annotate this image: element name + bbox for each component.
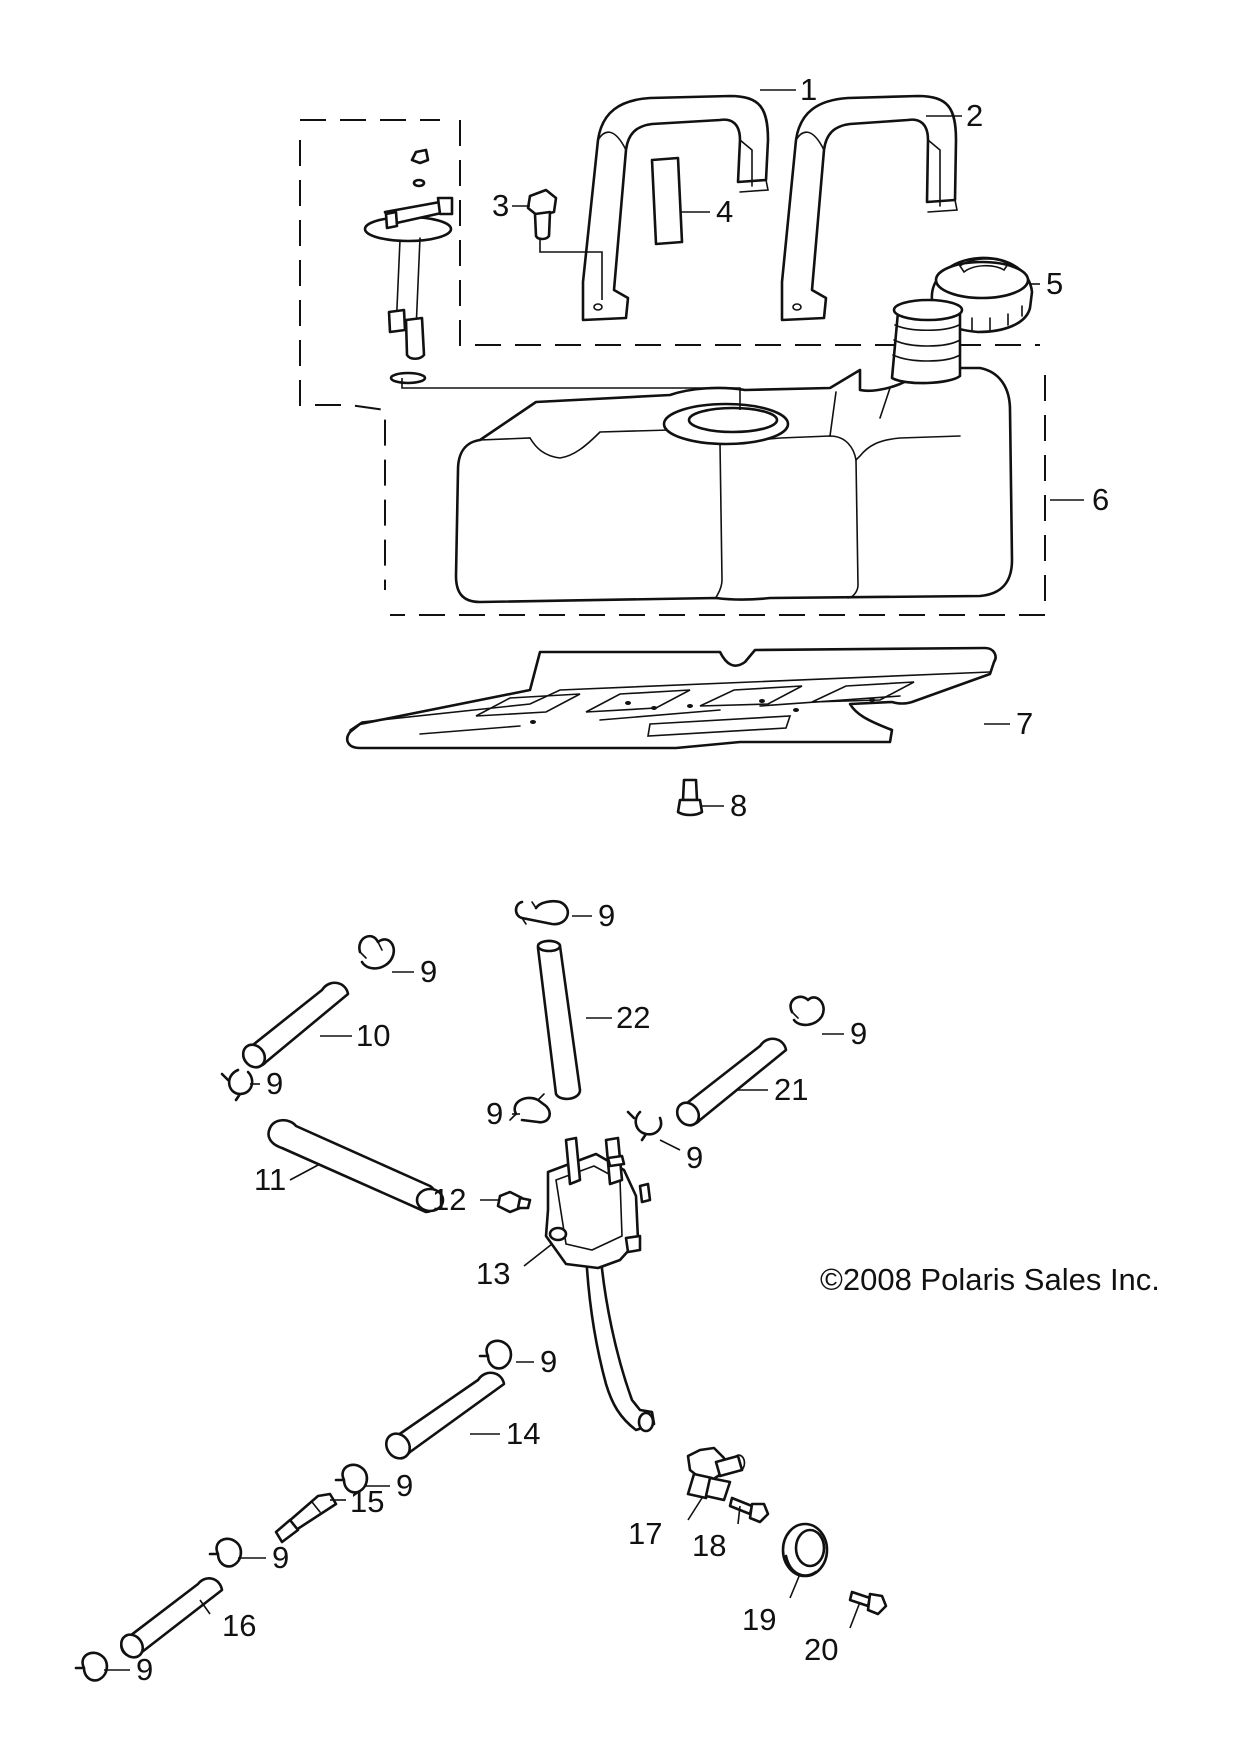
callout-20: 20 <box>804 1632 838 1667</box>
fuel-tank-6 <box>454 298 1014 604</box>
tank-strap-2 <box>780 94 958 322</box>
hose-11 <box>267 1118 445 1214</box>
callout-7: 7 <box>1016 706 1033 741</box>
hose-16 <box>119 1577 224 1659</box>
hose-clamp-9h <box>334 1463 369 1494</box>
callout-19: 19 <box>742 1602 776 1637</box>
callout-15: 15 <box>350 1484 384 1519</box>
copyright-notice: ©2008 Polaris Sales Inc. <box>820 1262 1160 1297</box>
hose-10 <box>241 981 350 1069</box>
callout-11: 11 <box>254 1162 286 1197</box>
callout-9c: 9 <box>266 1066 283 1101</box>
hose-clamp-9f <box>789 995 825 1027</box>
hose-clamp-9c <box>220 1068 254 1102</box>
callout-9b: 9 <box>420 954 437 989</box>
rubber-pad-4 <box>650 156 684 246</box>
bolt-12 <box>496 1190 532 1214</box>
callout-12: 12 <box>432 1182 466 1217</box>
diaphragm-cover-19 <box>781 1522 829 1578</box>
callout-8: 8 <box>730 788 747 823</box>
callout-9f: 9 <box>850 1016 867 1051</box>
callout-5: 5 <box>1046 266 1063 301</box>
hose-clamp-9i <box>208 1537 243 1568</box>
fuel-valve-13 <box>544 1136 656 1433</box>
tee-fitting-17 <box>686 1446 746 1502</box>
hose-clamp-9d <box>509 1093 551 1124</box>
callout-22: 22 <box>616 1000 650 1035</box>
strap-bolt-3 <box>526 188 558 241</box>
callout-2: 2 <box>966 98 983 133</box>
callout-9h: 9 <box>396 1468 413 1503</box>
hose-21 <box>675 1037 788 1127</box>
callout-labels: 1 2 3 4 5 6 7 8 9 9 22 10 9 9 21 9 9 11 … <box>136 72 1160 1687</box>
callout-6: 6 <box>1092 482 1109 517</box>
callout-9e: 9 <box>686 1140 703 1175</box>
skid-plate-7 <box>346 646 997 750</box>
hose-clamp-9b <box>358 934 396 970</box>
callout-9d: 9 <box>486 1096 503 1131</box>
hose-clamp-9g <box>478 1339 513 1370</box>
callout-9j: 9 <box>136 1652 153 1687</box>
callout-9g: 9 <box>540 1344 557 1379</box>
hose-14 <box>384 1371 506 1460</box>
bolt-20 <box>848 1590 888 1616</box>
callout-1: 1 <box>800 72 817 107</box>
fuel-pump-group-outline <box>299 119 1040 590</box>
callout-10: 10 <box>356 1018 390 1053</box>
callout-21: 21 <box>774 1072 808 1107</box>
fitting-15 <box>274 1492 338 1544</box>
callout-3: 3 <box>492 188 509 223</box>
hose-clamp-9j <box>74 1651 109 1682</box>
bolt-18 <box>728 1496 770 1524</box>
hose-clamp-9e <box>626 1110 663 1142</box>
callout-9a: 9 <box>598 898 615 933</box>
callout-4: 4 <box>716 194 733 229</box>
hose-clamp-9a <box>514 899 570 926</box>
fuel-pump-sender-assembly <box>363 148 454 385</box>
callout-16: 16 <box>222 1608 256 1643</box>
callout-17: 17 <box>628 1516 662 1551</box>
callout-14: 14 <box>506 1416 540 1451</box>
leader-lines <box>104 89 1084 1671</box>
callout-13: 13 <box>476 1256 510 1291</box>
skid-plate-bolt-8 <box>676 778 704 817</box>
callout-18: 18 <box>692 1528 726 1563</box>
hose-22 <box>536 939 582 1101</box>
fuel-tank-group-outline <box>390 375 1046 616</box>
callout-9i: 9 <box>272 1540 289 1575</box>
